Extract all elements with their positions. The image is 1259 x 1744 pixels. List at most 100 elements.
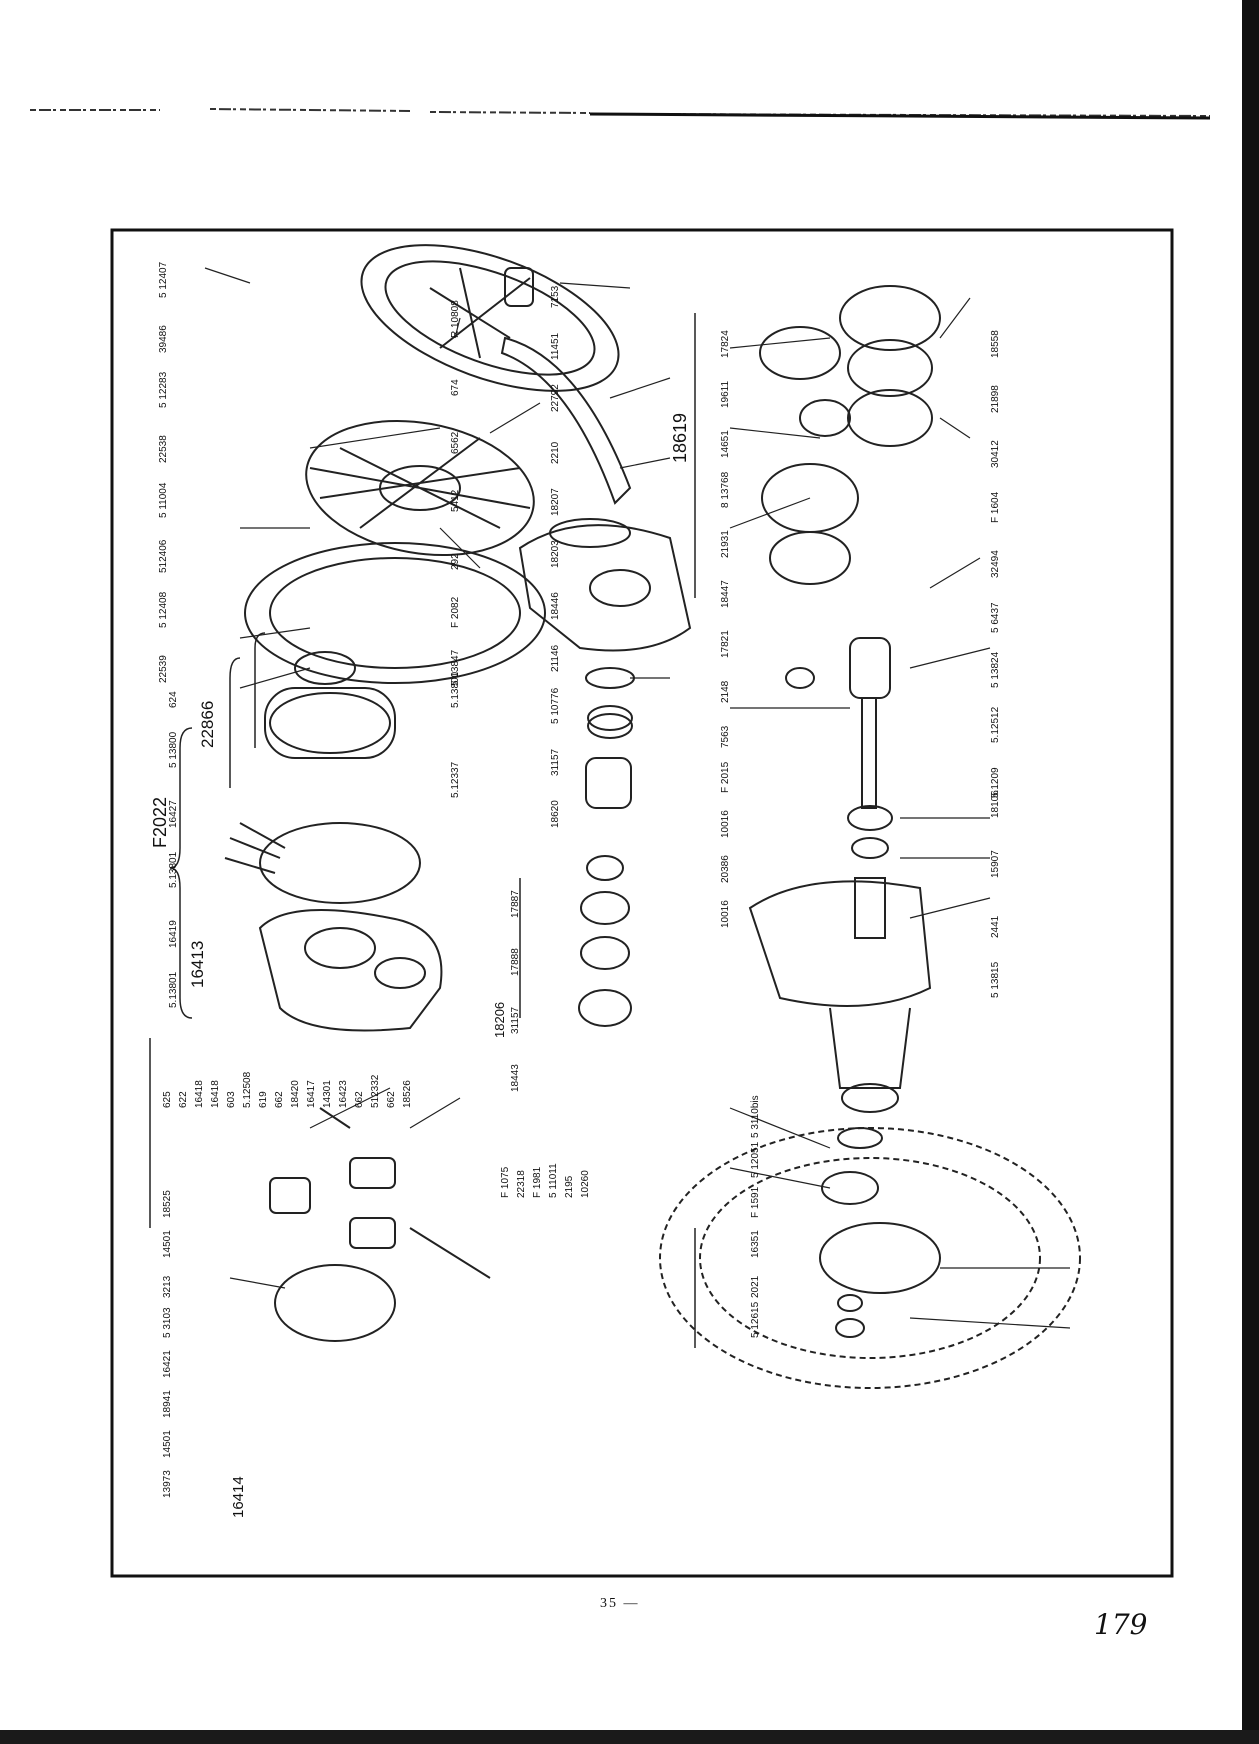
part-number-label: 18526 — [402, 1080, 413, 1108]
part-number-label: 5 12407 — [158, 261, 169, 298]
diagram-frame — [110, 228, 1174, 1578]
part-number-label: 31157 — [550, 748, 561, 776]
part-number-label: 16419 — [168, 920, 179, 948]
part-number-label: 17824 — [720, 330, 731, 358]
part-number-label: 18203 — [550, 540, 561, 568]
output-shaft-drawing — [785, 637, 893, 859]
part-number-label: 512332 — [370, 1074, 381, 1108]
part-number-label: 14501 — [162, 1430, 173, 1458]
part-number-label: 32494 — [990, 550, 1001, 578]
part-number-label: 10260 — [580, 1170, 591, 1198]
part-number-label: 14301 — [322, 1080, 333, 1108]
part-number-label: 674 — [450, 379, 461, 396]
bearing-rings-drawing — [578, 855, 632, 1027]
part-number-label: 5 12408 — [158, 591, 169, 628]
group-label-16413: 16413 — [188, 940, 207, 988]
part-number-label: 16421 — [162, 1350, 173, 1378]
part-number-label: 5 10776 — [550, 687, 561, 724]
propeller-hub-drawing — [659, 1127, 1081, 1389]
ignition-parts-drawing — [269, 1107, 491, 1342]
part-number-label: 5 12615 — [750, 1301, 761, 1338]
part-number-label: 6562 — [450, 431, 461, 454]
part-number-label: 17887 — [510, 890, 521, 918]
group-label-16414: 16414 — [230, 1476, 247, 1518]
part-number-label: 18443 — [510, 1064, 521, 1092]
part-number-label: 16427 — [168, 800, 179, 828]
part-number-label: 5 12283 — [158, 371, 169, 408]
part-number-label: 7153 — [550, 285, 561, 308]
page-number: 35 — — [600, 1596, 640, 1611]
part-number-label: 8 13768 — [720, 471, 731, 508]
part-number-label: 18620 — [550, 800, 561, 828]
part-number-label: 18420 — [290, 1080, 301, 1108]
part-number-label: 5.12337 — [450, 761, 461, 798]
part-number-label: 5.13800 — [450, 671, 461, 708]
group-label-18619: 18619 — [670, 412, 690, 463]
part-number-label: 16418 — [194, 1080, 205, 1108]
part-number-label: 21146 — [550, 644, 561, 672]
part-number-label: 2210 — [550, 441, 561, 464]
part-number-label: F 1981 — [532, 1166, 543, 1198]
gear-stack-drawing — [759, 285, 941, 585]
part-number-label: 662 — [386, 1091, 397, 1108]
part-number-label: 30412 — [990, 440, 1001, 468]
part-number-label: 619 — [258, 1091, 269, 1108]
part-number-label: 18207 — [550, 488, 561, 516]
cooling-fan-drawing — [305, 419, 535, 557]
part-number-label: 7563 — [720, 725, 731, 748]
part-number-label: 512406 — [158, 539, 169, 573]
part-number-label: 14501 — [162, 1230, 173, 1258]
part-number-label: 39486 — [158, 325, 169, 353]
part-number-label: 5 13800 — [168, 731, 179, 768]
part-number-label: 14651 — [720, 430, 731, 458]
scan-noise-streak — [30, 108, 1210, 120]
part-number-label: 22538 — [158, 435, 169, 463]
part-number-label: 622 — [178, 1091, 189, 1108]
part-number-label: 18558 — [990, 330, 1001, 358]
gear-lever-drawing — [500, 267, 632, 505]
part-number-label: 5412 — [450, 489, 461, 512]
part-number-label: 22318 — [516, 1170, 527, 1198]
part-number-label: 10016 — [720, 900, 731, 928]
handwritten-page-number: 179 — [1094, 1608, 1148, 1641]
part-number-label: 20386 — [720, 855, 731, 883]
exploded-parts-diagram: F2022 22866 16413 18619 18206 16414 5 12… — [110, 228, 1176, 1580]
part-number-label: 603 — [226, 1091, 237, 1108]
part-number-label: 2021 — [750, 1275, 761, 1298]
part-number-label: 18447 — [720, 580, 731, 608]
part-number-label: F 1591 — [750, 1186, 761, 1218]
part-number-label: 2441 — [990, 915, 1001, 938]
part-number-label: R 10808 — [450, 300, 461, 338]
part-number-label: F 2015 — [720, 761, 731, 793]
scan-dark-edge-bottom — [0, 1730, 1259, 1744]
part-number-label: 5 12051 — [750, 1141, 761, 1178]
group-label-18206: 18206 — [492, 1001, 507, 1038]
fan-housing-drawing — [244, 542, 546, 684]
part-number-label: F 2082 — [450, 596, 461, 628]
part-number-label: 31157 — [510, 1006, 521, 1034]
gearbox-case-drawing — [518, 518, 692, 652]
part-number-label: F 1604 — [990, 491, 1001, 523]
group-braces — [149, 313, 696, 1348]
label-layer: F2022 22866 16413 18619 18206 16414 5 12… — [110, 228, 1176, 1580]
part-number-label: 5.12508 — [242, 1071, 253, 1108]
part-number-label: 19611 — [720, 380, 731, 408]
part-number-label: 18525 — [162, 1190, 173, 1218]
part-number-label: 5 13815 — [990, 961, 1001, 998]
crankcase-left-drawing — [258, 909, 443, 1032]
part-number-label: 16417 — [306, 1080, 317, 1108]
part-number-label: 662 — [354, 1091, 365, 1108]
part-number-label: 662 — [274, 1091, 285, 1108]
part-number-label: 16423 — [338, 1080, 349, 1108]
part-number-label: F 1075 — [500, 1166, 511, 1198]
part-number-label: 17821 — [720, 630, 731, 658]
group-label-22866: 22866 — [198, 700, 217, 748]
part-number-label: 15907 — [990, 850, 1001, 878]
part-number-label: 21931 — [720, 530, 731, 558]
part-number-label: 13973 — [162, 1470, 173, 1498]
part-number-label: 292 — [450, 553, 461, 570]
part-number-label: 11451 — [550, 332, 561, 360]
part-number-label: 5.13801 — [168, 971, 179, 1008]
part-number-label: 18106 — [990, 790, 1001, 818]
part-number-label: 5.13801 — [168, 851, 179, 888]
